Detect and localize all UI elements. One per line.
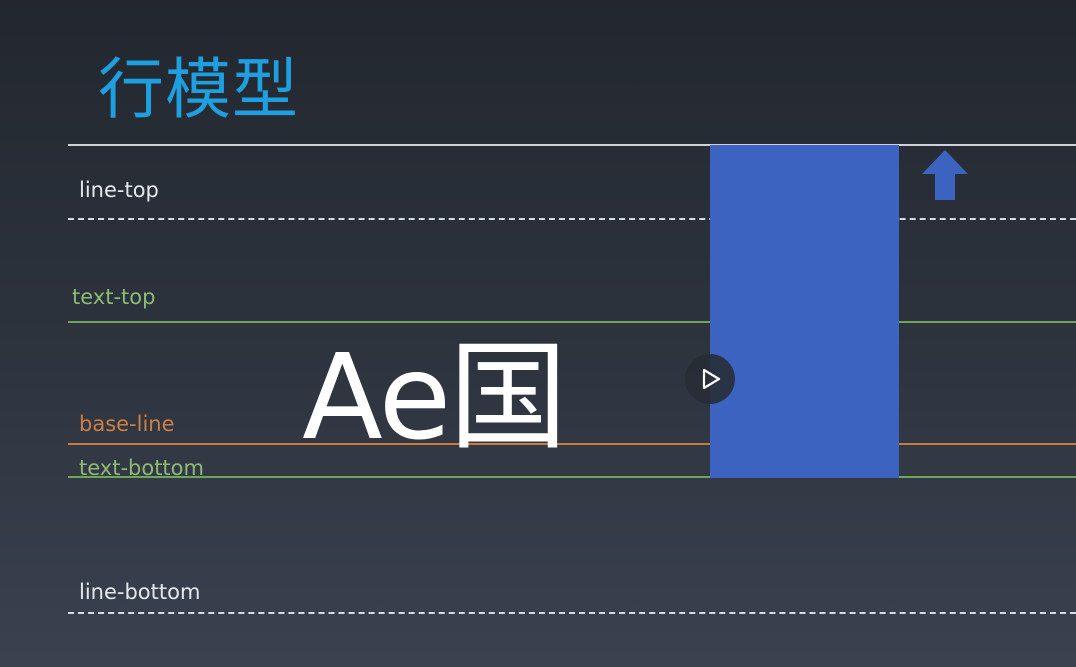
text-top-label: text-top <box>72 285 156 309</box>
line-bottom-dashed-line <box>68 612 1076 614</box>
base-line-label: base-line <box>79 412 175 436</box>
slide-title: 行模型 <box>98 51 299 128</box>
inline-block-box <box>710 145 899 478</box>
play-icon <box>702 368 721 390</box>
sample-glyphs: Ae国 <box>302 328 567 466</box>
text-bottom-label: text-bottom <box>79 456 204 480</box>
base-line-line <box>68 443 1076 445</box>
play-button[interactable] <box>685 354 735 404</box>
line-top-label: line-top <box>79 178 159 202</box>
line-top-boundary <box>68 144 1076 146</box>
arrow-up-icon <box>920 148 970 202</box>
text-bottom-line <box>68 476 1076 478</box>
line-bottom-label: line-bottom <box>79 580 201 604</box>
text-top-line <box>68 321 1076 323</box>
line-top-dashed-line <box>68 218 1076 220</box>
